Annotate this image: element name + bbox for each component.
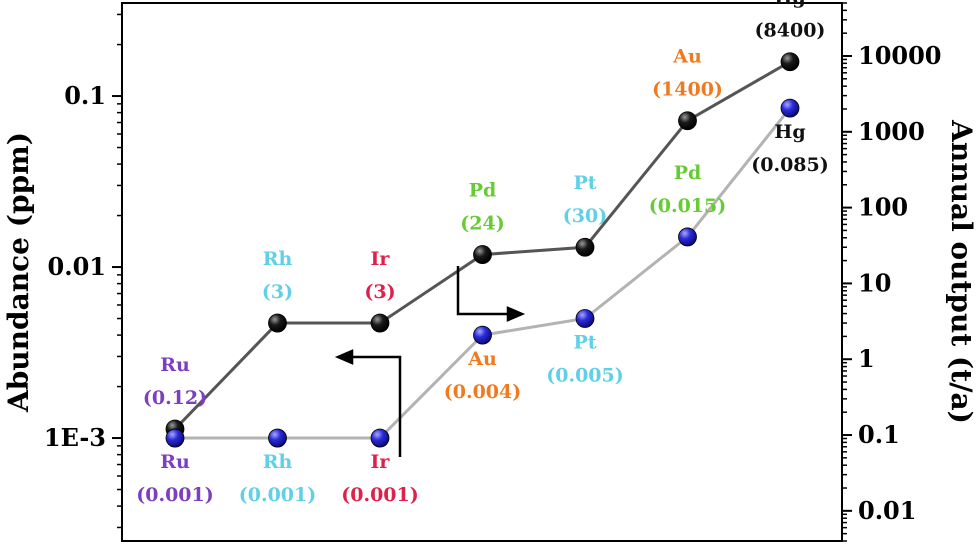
- point-element-label: Hg: [774, 121, 805, 143]
- arrow-to-left-axis: [334, 349, 402, 457]
- point-value-label: (0.001): [136, 484, 213, 506]
- output-point-rh: [268, 313, 287, 333]
- output-point-hg: [780, 52, 800, 72]
- point-value-label: (3): [364, 281, 395, 303]
- plot-frame: [121, 2, 843, 542]
- point-value-label: (0.001): [341, 484, 418, 506]
- point-element-label: Hg: [774, 0, 805, 9]
- point-element-label: Pd: [674, 162, 702, 184]
- point-element-label: Ru: [160, 354, 190, 376]
- point-value-label: (8400): [755, 20, 826, 42]
- left-axis-label: Abundance (ppm): [2, 132, 35, 413]
- point-element-label: Ir: [371, 248, 391, 270]
- point-labels: Ru (0.12) Rh (3) Ir (3) Pd (24) Pt (30) Au (1400) Hg…: [136, 0, 828, 506]
- output-point-pd: [473, 245, 492, 264]
- abundance-point-hg: [780, 98, 800, 118]
- point-value-label: (0.12): [143, 387, 207, 409]
- abundance-point-rh: [268, 428, 287, 448]
- point-value-label: (30): [563, 205, 607, 227]
- point-value-label: (0.015): [649, 195, 726, 217]
- right-axis-tick-label: 1000: [858, 117, 925, 146]
- right-axis-tick-label: 100: [858, 193, 908, 222]
- abundance-point-ir: [370, 428, 390, 448]
- point-element-label: Rh: [263, 451, 293, 473]
- point-value-label: (0.004): [444, 381, 521, 403]
- right-axis-tick-label: 0.01: [858, 496, 916, 525]
- abundance-point-au: [473, 325, 492, 345]
- point-value-label: (0.085): [751, 154, 828, 176]
- right-axis-tick-label: 10: [858, 268, 891, 297]
- output-point-pt: [575, 237, 595, 257]
- point-element-label: Au: [467, 348, 497, 370]
- point-value-label: (0.005): [546, 365, 623, 387]
- point-value-label: (3): [262, 281, 293, 303]
- point-element-label: Pt: [573, 332, 596, 354]
- abundance-point-pt: [575, 309, 595, 328]
- point-value-label: (24): [460, 213, 504, 235]
- left-axis-tick-label: 1E-3: [44, 423, 106, 452]
- point-element-label: Pt: [573, 172, 596, 194]
- point-element-label: Ir: [371, 451, 391, 473]
- output-point-ir: [370, 313, 390, 333]
- abundance-point-ru: [165, 428, 185, 448]
- point-element-label: Rh: [263, 248, 293, 270]
- left-axis-ticks: 1E-3 0.01 0.1: [44, 13, 122, 529]
- point-value-label: (0.001): [239, 484, 316, 506]
- right-axis-tick-label: 1: [858, 344, 875, 373]
- right-axis-ticks: 0.01 0.1 1 10 100 1000 10000: [842, 2, 942, 542]
- point-value-label: (1400): [652, 79, 723, 101]
- right-axis-tick-label: 0.1: [858, 420, 900, 449]
- abundance-point-pd: [678, 227, 697, 247]
- point-element-label: Pd: [469, 180, 497, 202]
- right-axis-label: Annual output (t/a): [945, 119, 978, 424]
- point-element-label: Ru: [160, 451, 190, 473]
- series-markers: [165, 52, 800, 448]
- left-axis-tick-label: 0.01: [48, 252, 106, 281]
- point-element-label: Au: [672, 46, 702, 68]
- left-axis-tick-label: 0.1: [64, 81, 106, 110]
- arrow-to-right-axis: [456, 266, 526, 322]
- right-axis-tick-label: 10000: [858, 41, 942, 70]
- output-point-au: [678, 111, 697, 131]
